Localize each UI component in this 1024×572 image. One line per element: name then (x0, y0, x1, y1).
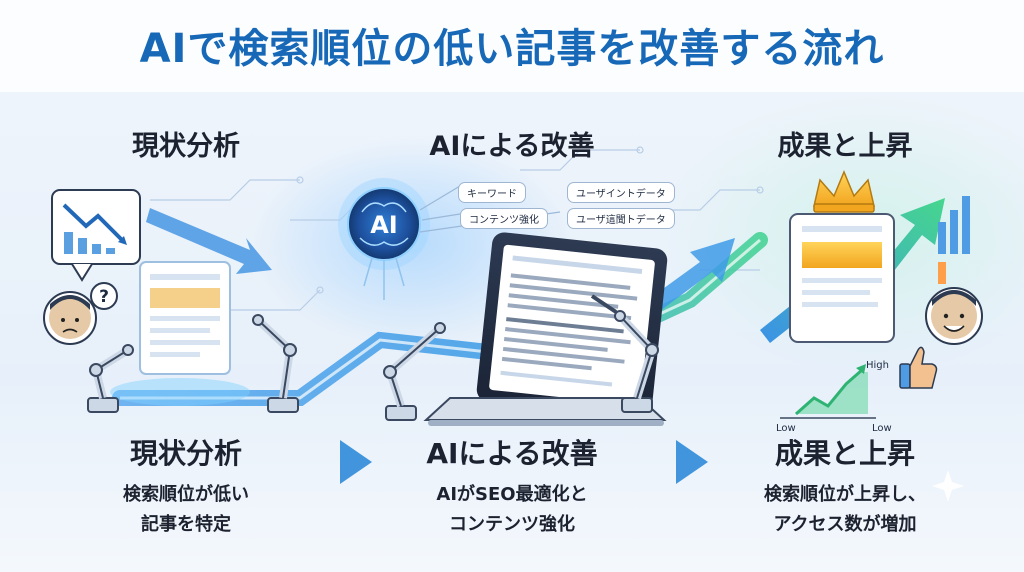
chart-label-high: High (866, 360, 889, 371)
step2-desc-line2: コンテンツ強化 (449, 514, 575, 535)
chart-down-icon (51, 189, 141, 282)
robot-arm-left (87, 344, 134, 413)
step3-bottom-title: 成果と上昇 (774, 437, 915, 470)
ai-label: AI (370, 211, 398, 239)
step1-desc-line1: 検索順位が低い (123, 484, 249, 505)
ranking-document (789, 213, 895, 343)
mini-line-chart: High Low Low (776, 360, 892, 434)
down-arrow (146, 208, 272, 274)
step3-description: 検索順位が上昇し、 アクセス数が増加 (695, 480, 995, 540)
step3-desc-line2: アクセス数が増加 (773, 514, 917, 535)
step3-desc-line1: 検索順位が上昇し、 (764, 484, 926, 505)
question-icon: ? (90, 282, 118, 310)
step2-title: AIによる改善 (429, 131, 595, 162)
bar-chart-icon (938, 196, 970, 284)
tablet-editor (476, 232, 668, 418)
article-document (139, 261, 231, 375)
question-mark: ? (99, 287, 109, 307)
worried-user-avatar (43, 291, 97, 345)
step2-bottom-title: AIによる改善 (426, 437, 598, 470)
page-title: AIで検索順位の低い記事を改善する流れ (139, 26, 885, 72)
step2-desc-line1: AIがSEO最適化と (436, 484, 588, 505)
flow-illustration: ? AI (43, 146, 983, 502)
step2-description: AIがSEO最適化と コンテンツ強化 (362, 480, 662, 540)
step1-title: 現状分析 (132, 131, 240, 162)
robot-arm-right (252, 314, 299, 413)
robot-arm-center (383, 322, 446, 421)
chip-content-strengthen: コンテンツ強化 (460, 208, 548, 229)
chevron-right-icon (340, 440, 372, 484)
step1-bottom-title: 現状分析 (129, 437, 242, 470)
step1-description: 検索順位が低い 記事を特定 (36, 480, 336, 540)
step1-desc-line2: 記事を特定 (141, 514, 231, 535)
chip-keyword: キーワード (458, 182, 526, 203)
chart-label-low-left: Low (776, 423, 796, 434)
chip-user-intent-data: ユーザイントデータ (567, 182, 675, 203)
header: AIで検索順位の低い記事を改善する流れ (0, 0, 1024, 93)
crown-icon (813, 170, 875, 213)
ai-brain-icon: AI (338, 178, 561, 300)
happy-user-avatar (925, 287, 983, 345)
step3-title: 成果と上昇 (777, 131, 913, 162)
laptop (423, 397, 667, 426)
thumbs-up-icon (899, 346, 938, 389)
chart-label-low-right: Low (872, 423, 892, 434)
robot-arm-pen (590, 294, 659, 413)
sparkle-icon (932, 470, 964, 502)
chip-user-data: ユーザ這聞トデータ (567, 208, 675, 229)
chevron-right-icon (676, 440, 708, 484)
